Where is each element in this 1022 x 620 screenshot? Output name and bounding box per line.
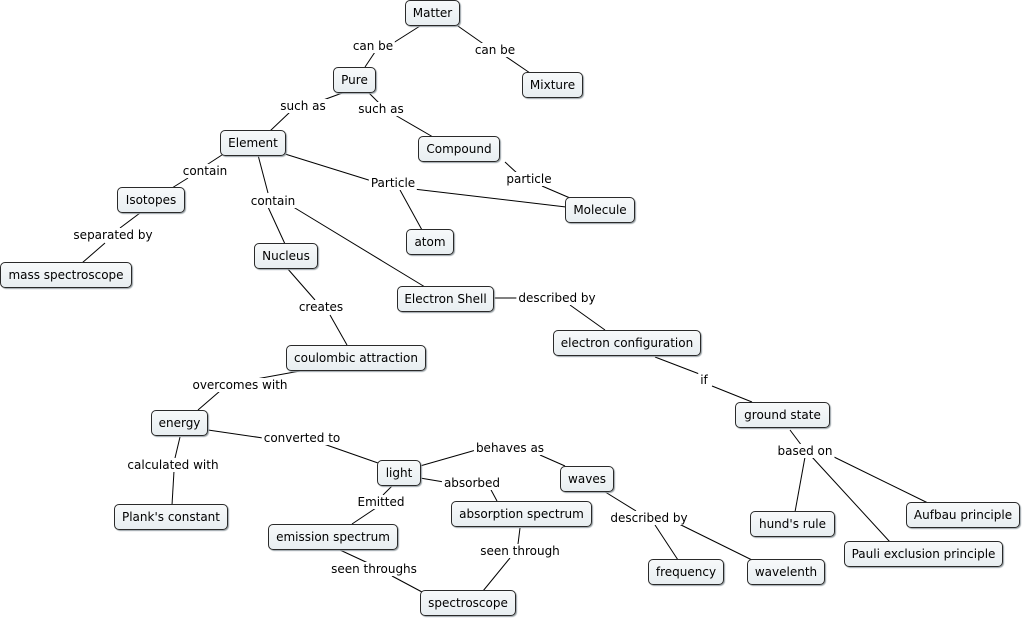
link-label-isotopes-mass: separated by (71, 228, 155, 242)
connector-contain-nucleus (267, 206, 286, 245)
connector-element-particle (284, 153, 376, 183)
link-label-matter-pure: can be (350, 39, 396, 53)
connector-matter-canbe-right (454, 23, 486, 46)
connector-emitted-emission (351, 507, 377, 525)
link-label-light-absorption: absorbed (441, 476, 503, 490)
node-aufbau-principle[interactable]: Aufbau principle (906, 502, 1020, 528)
connector-suchas-element (269, 111, 291, 132)
connector-if-ground (711, 385, 753, 403)
connector-absorption-seenthrough (517, 527, 521, 545)
link-label-element-contain: contain (248, 194, 298, 208)
node-hunds-rule[interactable]: hund's rule (750, 511, 835, 537)
connector-energy-convertedto (207, 429, 264, 439)
connector-contain-isotopes (171, 177, 189, 189)
connector-canbe-pure (364, 51, 376, 68)
connector-separated-mass (81, 242, 106, 264)
link-label-light-waves: behaves as (473, 441, 547, 455)
link-label-ground-basedon: based on (775, 444, 835, 458)
node-mixture[interactable]: Mixture (522, 72, 583, 98)
connector-ground-basedon (789, 429, 803, 447)
link-label-coulombic-energy: overcomes with (190, 378, 290, 392)
connector-absorbed-absorption (489, 487, 498, 502)
connector-nucleus-creates (286, 267, 316, 301)
node-electron-configuration[interactable]: electron configuration (553, 330, 701, 356)
connector-light-behavesas (419, 449, 477, 467)
node-coulombic-attraction[interactable]: coulombic attraction (286, 345, 426, 371)
node-ground-state[interactable]: ground state (735, 402, 830, 428)
node-pure[interactable]: Pure (333, 67, 376, 93)
link-label-element-particle: Particle (368, 176, 418, 190)
node-emission-spectrum[interactable]: emission spectrum (268, 524, 398, 550)
link-label-emission-spectroscope: seen throughs (329, 562, 419, 576)
link-label-nucleus-coulombic: creates (296, 300, 346, 314)
link-label-pure-element: such as (278, 99, 328, 113)
node-isotopes[interactable]: Isotopes (117, 187, 185, 213)
node-wavelenth[interactable]: wavelenth (747, 559, 825, 585)
connector-creates-coulombic (329, 314, 348, 346)
connector-calculated-plank (171, 470, 175, 506)
link-label-energy-plank: calculated with (125, 458, 221, 472)
link-label-waves-describedby: described by (608, 511, 690, 525)
node-frequency[interactable]: frequency (648, 559, 724, 585)
connector-describedby-frequency (654, 524, 679, 561)
connector-isotopes-separated (119, 212, 141, 229)
connector-suchas-compound (394, 114, 434, 138)
link-label-element-isotopes: contain (180, 164, 230, 178)
connector-contain-shell (289, 204, 426, 288)
connector-canbe-mixture (504, 55, 531, 74)
link-label-light-emission: Emitted (355, 495, 407, 509)
connector-light-emitted (382, 484, 394, 496)
node-nucleus[interactable]: Nucleus (254, 243, 318, 269)
connector-waves-describedby (601, 489, 637, 512)
node-atom[interactable]: atom (406, 229, 454, 255)
link-label-config-ground: if (698, 373, 710, 387)
link-label-pure-compound: such as (356, 102, 406, 116)
node-compound[interactable]: Compound (418, 136, 500, 162)
node-spectroscope[interactable]: spectroscope (420, 590, 516, 616)
connector-config-if (654, 356, 703, 376)
connector-describedby-wavelenth (674, 521, 753, 561)
connector-basedon-aufbau (831, 455, 931, 505)
link-label-compound-molecule: particle (504, 172, 554, 186)
node-electron-shell[interactable]: Electron Shell (397, 286, 494, 312)
link-label-matter-mixture: can be (472, 43, 518, 57)
connector-describedby-config (569, 304, 606, 331)
node-matter[interactable]: Matter (405, 0, 460, 26)
node-planks-constant[interactable]: Plank's constant (114, 504, 228, 530)
connector-light-absorbed (419, 477, 445, 483)
node-absorption-spectrum[interactable]: absorption spectrum (451, 501, 592, 527)
connector-behavesas-waves (539, 454, 566, 467)
node-energy[interactable]: energy (151, 410, 208, 436)
node-waves[interactable]: waves (560, 466, 614, 492)
connector-particle-molecule-2 (541, 185, 571, 199)
connector-energy-calculated (174, 436, 181, 459)
connector-convertedto-light (317, 441, 379, 464)
node-light[interactable]: light (377, 460, 421, 486)
connector-overcomes-energy (197, 390, 221, 411)
connector-basedon-hunds (794, 456, 806, 513)
connector-element-contain-mid (257, 154, 269, 194)
node-pauli-exclusion-principle[interactable]: Pauli exclusion principle (844, 541, 1003, 567)
node-molecule[interactable]: Molecule (565, 197, 635, 223)
connector-particle-atom (399, 189, 423, 231)
connector-seenthrough-spectroscope (482, 557, 511, 592)
node-mass-spectroscope[interactable]: mass spectroscope (0, 262, 132, 288)
link-label-energy-light: converted to (261, 431, 343, 445)
link-label-absorption-spectroscope: seen through (478, 544, 562, 558)
connector-emission-seenthroughs (339, 549, 369, 564)
connector-basedon-pauli (811, 456, 891, 543)
node-element[interactable]: Element (220, 130, 286, 156)
connector-particle-molecule (404, 187, 567, 208)
link-label-shell-config: described by (516, 291, 598, 305)
connector-seenthroughs-spectroscope (391, 575, 423, 593)
